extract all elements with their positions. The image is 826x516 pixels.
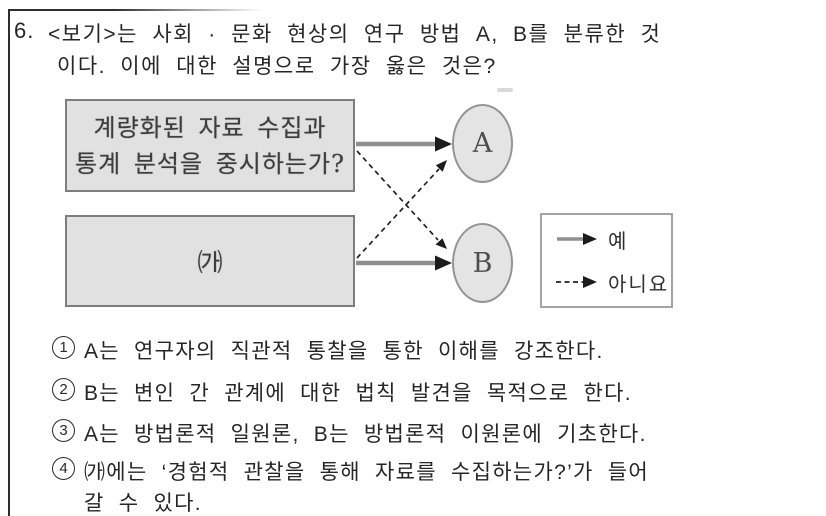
dashed-arrow-box1-to-b bbox=[356, 150, 447, 249]
choice-4-text: ㈎에는 ‘경험적 관찰을 통해 자료를 수집하는가?’가 들어 bbox=[84, 461, 650, 484]
dashed-arrow-box2-to-a bbox=[356, 160, 447, 259]
solid-arrow-icon bbox=[557, 233, 597, 245]
question-text-line1: <보기>는 사회 · 문화 현상의 연구 방법 A, B를 분류한 것 bbox=[48, 23, 662, 46]
diagram-question-box-line1: 계량화된 자료 수집과 bbox=[93, 113, 327, 142]
choice-1-marker: 1 bbox=[52, 336, 75, 359]
choice-3: 3 A는 방법론적 일원론, B는 방법론적 이원론에 기초한다. bbox=[52, 418, 647, 448]
diagram-question-box-line2: 통계 분석을 중시하는가? bbox=[75, 149, 345, 178]
choice-4-text-continued: 갈 수 있다. bbox=[84, 492, 202, 515]
choice-2-marker: 2 bbox=[52, 378, 75, 401]
diagram-question-box: 계량화된 자료 수집과 통계 분석을 중시하는가? bbox=[65, 99, 355, 192]
question-number: 6. bbox=[14, 18, 35, 43]
legend-row-no: 아니요 bbox=[554, 268, 671, 297]
choice-2: 2 B는 변인 간 관계에 대한 법칙 발견을 목적으로 한다. bbox=[52, 377, 632, 407]
choice-4-marker: 4 bbox=[52, 457, 75, 480]
choice-3-text: A는 방법론적 일원론, B는 방법론적 이원론에 기초한다. bbox=[84, 423, 647, 446]
top-frame-rule bbox=[8, 9, 308, 11]
choice-2-text: B는 변인 간 관계에 대한 법칙 발견을 목적으로 한다. bbox=[84, 382, 632, 405]
dashed-arrow-icon bbox=[556, 276, 597, 288]
choice-4: 4 ㈎에는 ‘경험적 관찰을 통해 자료를 수집하는가?’가 들어 bbox=[52, 456, 649, 486]
left-frame-rule bbox=[8, 9, 10, 516]
diagram-blank-box: ㈎ bbox=[65, 215, 355, 307]
legend-yes-label: 예 bbox=[608, 228, 629, 253]
question-text-line2: 이다. 이에 대한 설명으로 가장 옳은 것은? bbox=[57, 55, 497, 78]
choice-3-marker: 3 bbox=[52, 419, 75, 442]
node-a-label: A bbox=[472, 128, 493, 159]
legend-box: 예 아니요 bbox=[540, 213, 673, 308]
legend-row-yes: 예 bbox=[554, 225, 671, 254]
node-b-circle: B bbox=[452, 223, 513, 303]
node-b-label: B bbox=[472, 247, 493, 279]
solid-arrow-box2-to-b bbox=[356, 255, 452, 271]
choice-1-text: A는 연구자의 직관적 통찰을 통한 이해를 강조한다. bbox=[84, 340, 604, 363]
node-a-circle: A bbox=[452, 104, 513, 183]
legend-no-label: 아니요 bbox=[608, 271, 670, 296]
choice-1: 1 A는 연구자의 직관적 통찰을 통한 이해를 강조한다. bbox=[52, 335, 604, 365]
solid-arrow-box1-to-a bbox=[356, 136, 452, 152]
diagram-blank-box-label: ㈎ bbox=[197, 248, 223, 277]
scan-smudge bbox=[497, 88, 513, 92]
